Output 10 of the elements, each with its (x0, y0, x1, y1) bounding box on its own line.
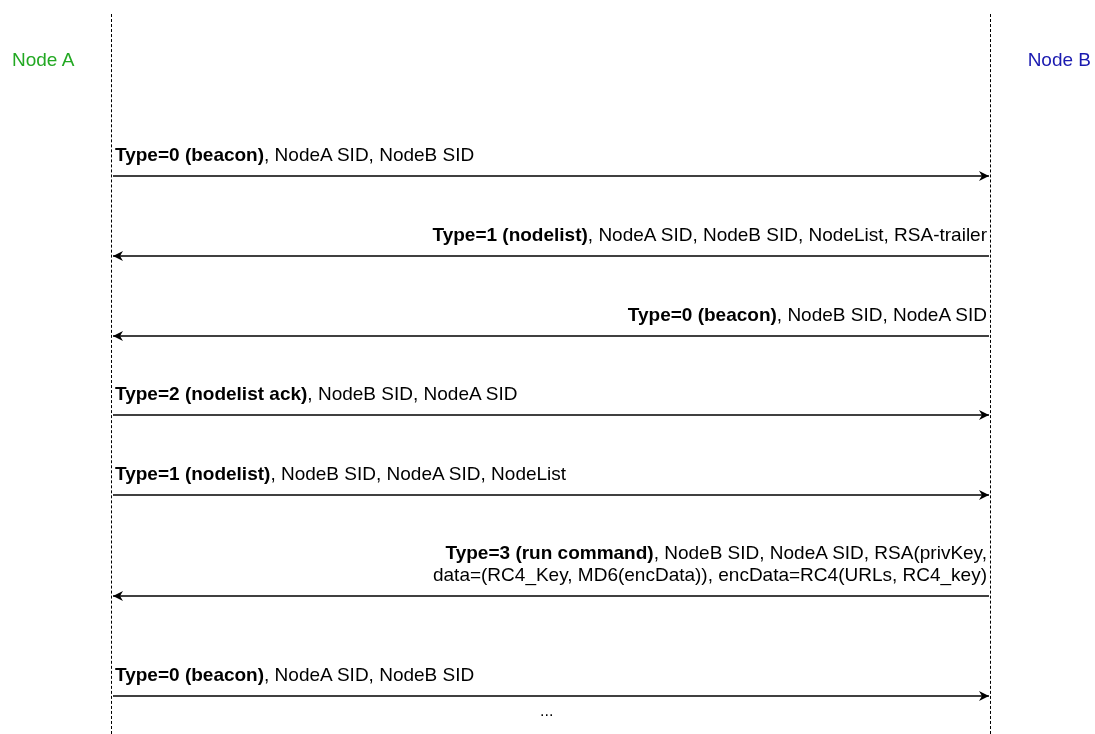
arrow (112, 251, 990, 261)
participant-label: Node B (1027, 49, 1091, 71)
arrow (112, 331, 990, 341)
arrow (112, 691, 990, 701)
arrow (112, 591, 990, 601)
arrow (112, 171, 990, 181)
participant-label: Node A (12, 49, 75, 71)
arrow (112, 490, 990, 500)
continuation-mark: ... (540, 702, 554, 720)
arrow (112, 410, 990, 420)
